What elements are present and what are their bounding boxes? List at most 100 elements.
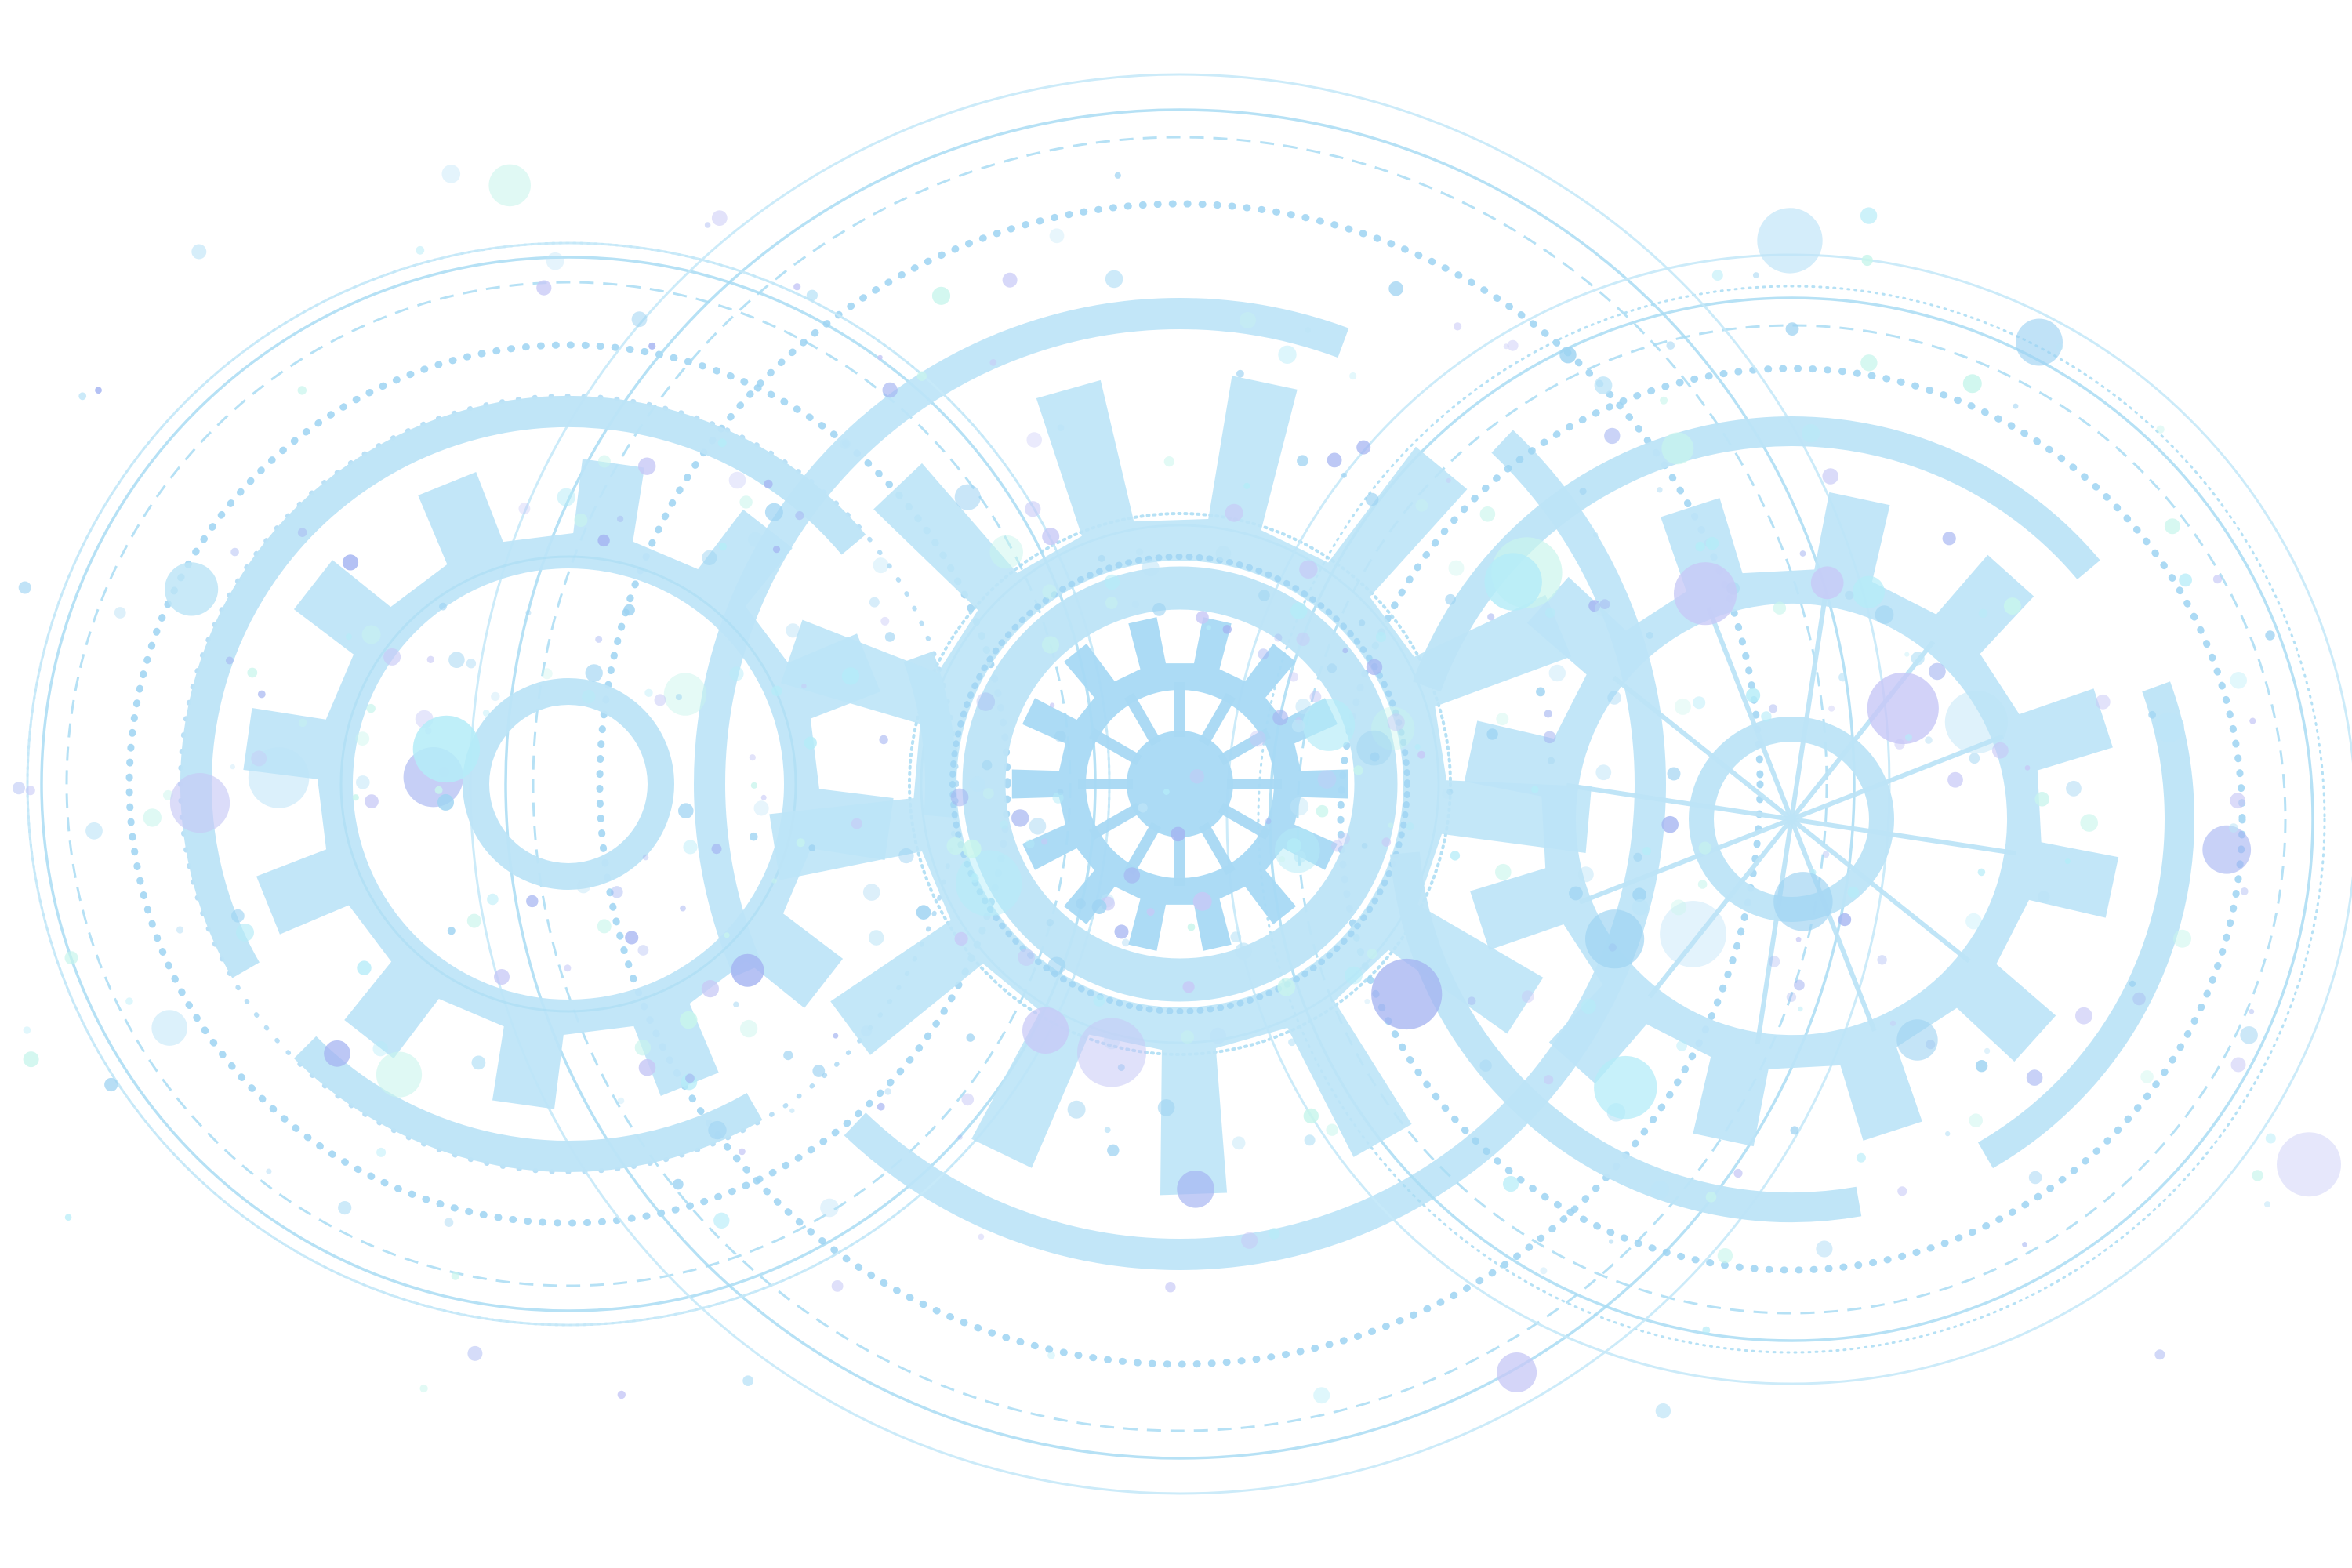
particle-dot: [2173, 929, 2191, 948]
particle-dot: [1304, 1134, 1316, 1146]
particle-dot: [2154, 712, 2184, 742]
particle-dot: [1365, 492, 1379, 506]
particle-dot: [1364, 998, 1370, 1004]
particle-dot: [1022, 1007, 1069, 1054]
particle-dot: [954, 931, 968, 946]
particle-dot: [1609, 1239, 1614, 1244]
particle-dot: [1794, 979, 1805, 991]
particle-dot: [1091, 899, 1107, 914]
particle-dot: [1356, 730, 1392, 766]
particle-dot: [916, 371, 927, 381]
particle-dot: [1026, 432, 1042, 448]
particle-dot: [880, 616, 890, 626]
particle-dot: [1773, 601, 1787, 615]
particle-dot: [372, 1041, 388, 1057]
particle-dot: [1479, 506, 1496, 522]
particle-dot: [104, 1077, 118, 1092]
particle-dot: [1274, 633, 1283, 642]
particle-dot: [731, 953, 764, 987]
particle-dot: [557, 488, 575, 506]
particle-dot: [2140, 1070, 2154, 1083]
particle-dot: [1196, 611, 1209, 624]
particle-dot: [416, 245, 425, 255]
particle-dot: [675, 694, 682, 701]
center-spoke: [1123, 822, 1162, 876]
particle-dot: [2148, 710, 2157, 719]
particle-dot: [366, 703, 376, 713]
particle-dot: [1860, 207, 1878, 224]
particle-dot: [1349, 372, 1357, 380]
center-spoke: [1198, 822, 1236, 876]
particle-dot: [1296, 632, 1310, 647]
particle-dot: [1361, 843, 1368, 849]
left-gear-icon: [243, 459, 894, 1109]
particle-dot: [1977, 868, 1986, 877]
right-spoked-hub-icon: [1566, 593, 2017, 1045]
particle-dot: [638, 457, 656, 475]
particle-dot: [1761, 711, 1772, 722]
particle-dot: [989, 359, 997, 366]
particle-dot: [2249, 717, 2256, 724]
particle-dot: [1947, 771, 1963, 788]
particle-dot: [1011, 809, 1029, 827]
particle-dot: [412, 715, 481, 783]
particle-dot: [1057, 789, 1064, 795]
particle-dot: [1646, 631, 1653, 639]
particle-dot: [1559, 347, 1577, 364]
right-gear-icon-body: [1464, 492, 2119, 1147]
particle-dot: [1867, 672, 1939, 745]
particle-dot: [808, 844, 816, 851]
particle-dot: [680, 905, 686, 912]
particle-dot: [1313, 1387, 1330, 1404]
particle-dot: [1353, 765, 1363, 775]
particle-dot: [1448, 560, 1465, 576]
particle-dot: [297, 528, 307, 537]
particle-dot: [466, 659, 477, 669]
particle-dot: [1752, 272, 1759, 278]
right-ring-3: [1337, 365, 2246, 1274]
left-outer-arc-c: [293, 1036, 763, 1172]
particle-dot: [247, 667, 258, 678]
particle-dot: [2229, 823, 2238, 833]
particle-dot: [426, 655, 434, 663]
particle-dot: [840, 438, 851, 449]
particle-dot: [165, 562, 219, 616]
particle-dot: [978, 1233, 985, 1240]
center-gear-icon-body: [769, 376, 1592, 1196]
particle-dot: [266, 1168, 272, 1174]
center-spoke: [1218, 728, 1272, 766]
particle-dot: [345, 633, 352, 641]
particle-dot: [1838, 673, 1848, 682]
particle-dot: [1702, 1326, 1711, 1334]
particle-dot: [1856, 1152, 1866, 1163]
particle-dot: [1544, 1075, 1554, 1085]
particle-dot: [1544, 710, 1552, 718]
particle-dot: [1828, 705, 1835, 712]
particle-dot: [708, 1120, 727, 1140]
particle-dot: [376, 1147, 387, 1157]
particle-dot: [1733, 1168, 1743, 1178]
particle-dot: [536, 280, 552, 296]
particle-dot: [1278, 345, 1297, 364]
particle-dot: [1705, 536, 1719, 550]
particle-dot: [617, 1097, 625, 1105]
right-spoke: [1566, 782, 1792, 822]
particle-dot: [451, 1272, 459, 1280]
particle-dot: [1543, 731, 1556, 744]
particle-dot: [1495, 863, 1512, 880]
particle-dot: [1367, 949, 1377, 960]
particle-dot: [1845, 590, 1854, 600]
center-spoke: [1123, 692, 1162, 746]
particle-dot: [966, 1033, 975, 1042]
particle-dot: [1291, 719, 1305, 733]
particle-dot: [1577, 866, 1594, 883]
particle-dot: [1388, 281, 1403, 296]
particle-dot: [2277, 1132, 2341, 1197]
particle-dot: [1569, 886, 1583, 901]
particle-dot: [616, 515, 624, 523]
particle-dot: [1358, 619, 1366, 626]
particle-dot: [2230, 793, 2246, 809]
particle-dot: [1877, 955, 1887, 965]
particle-dot: [1773, 872, 1833, 931]
particle-dot: [23, 1051, 39, 1068]
